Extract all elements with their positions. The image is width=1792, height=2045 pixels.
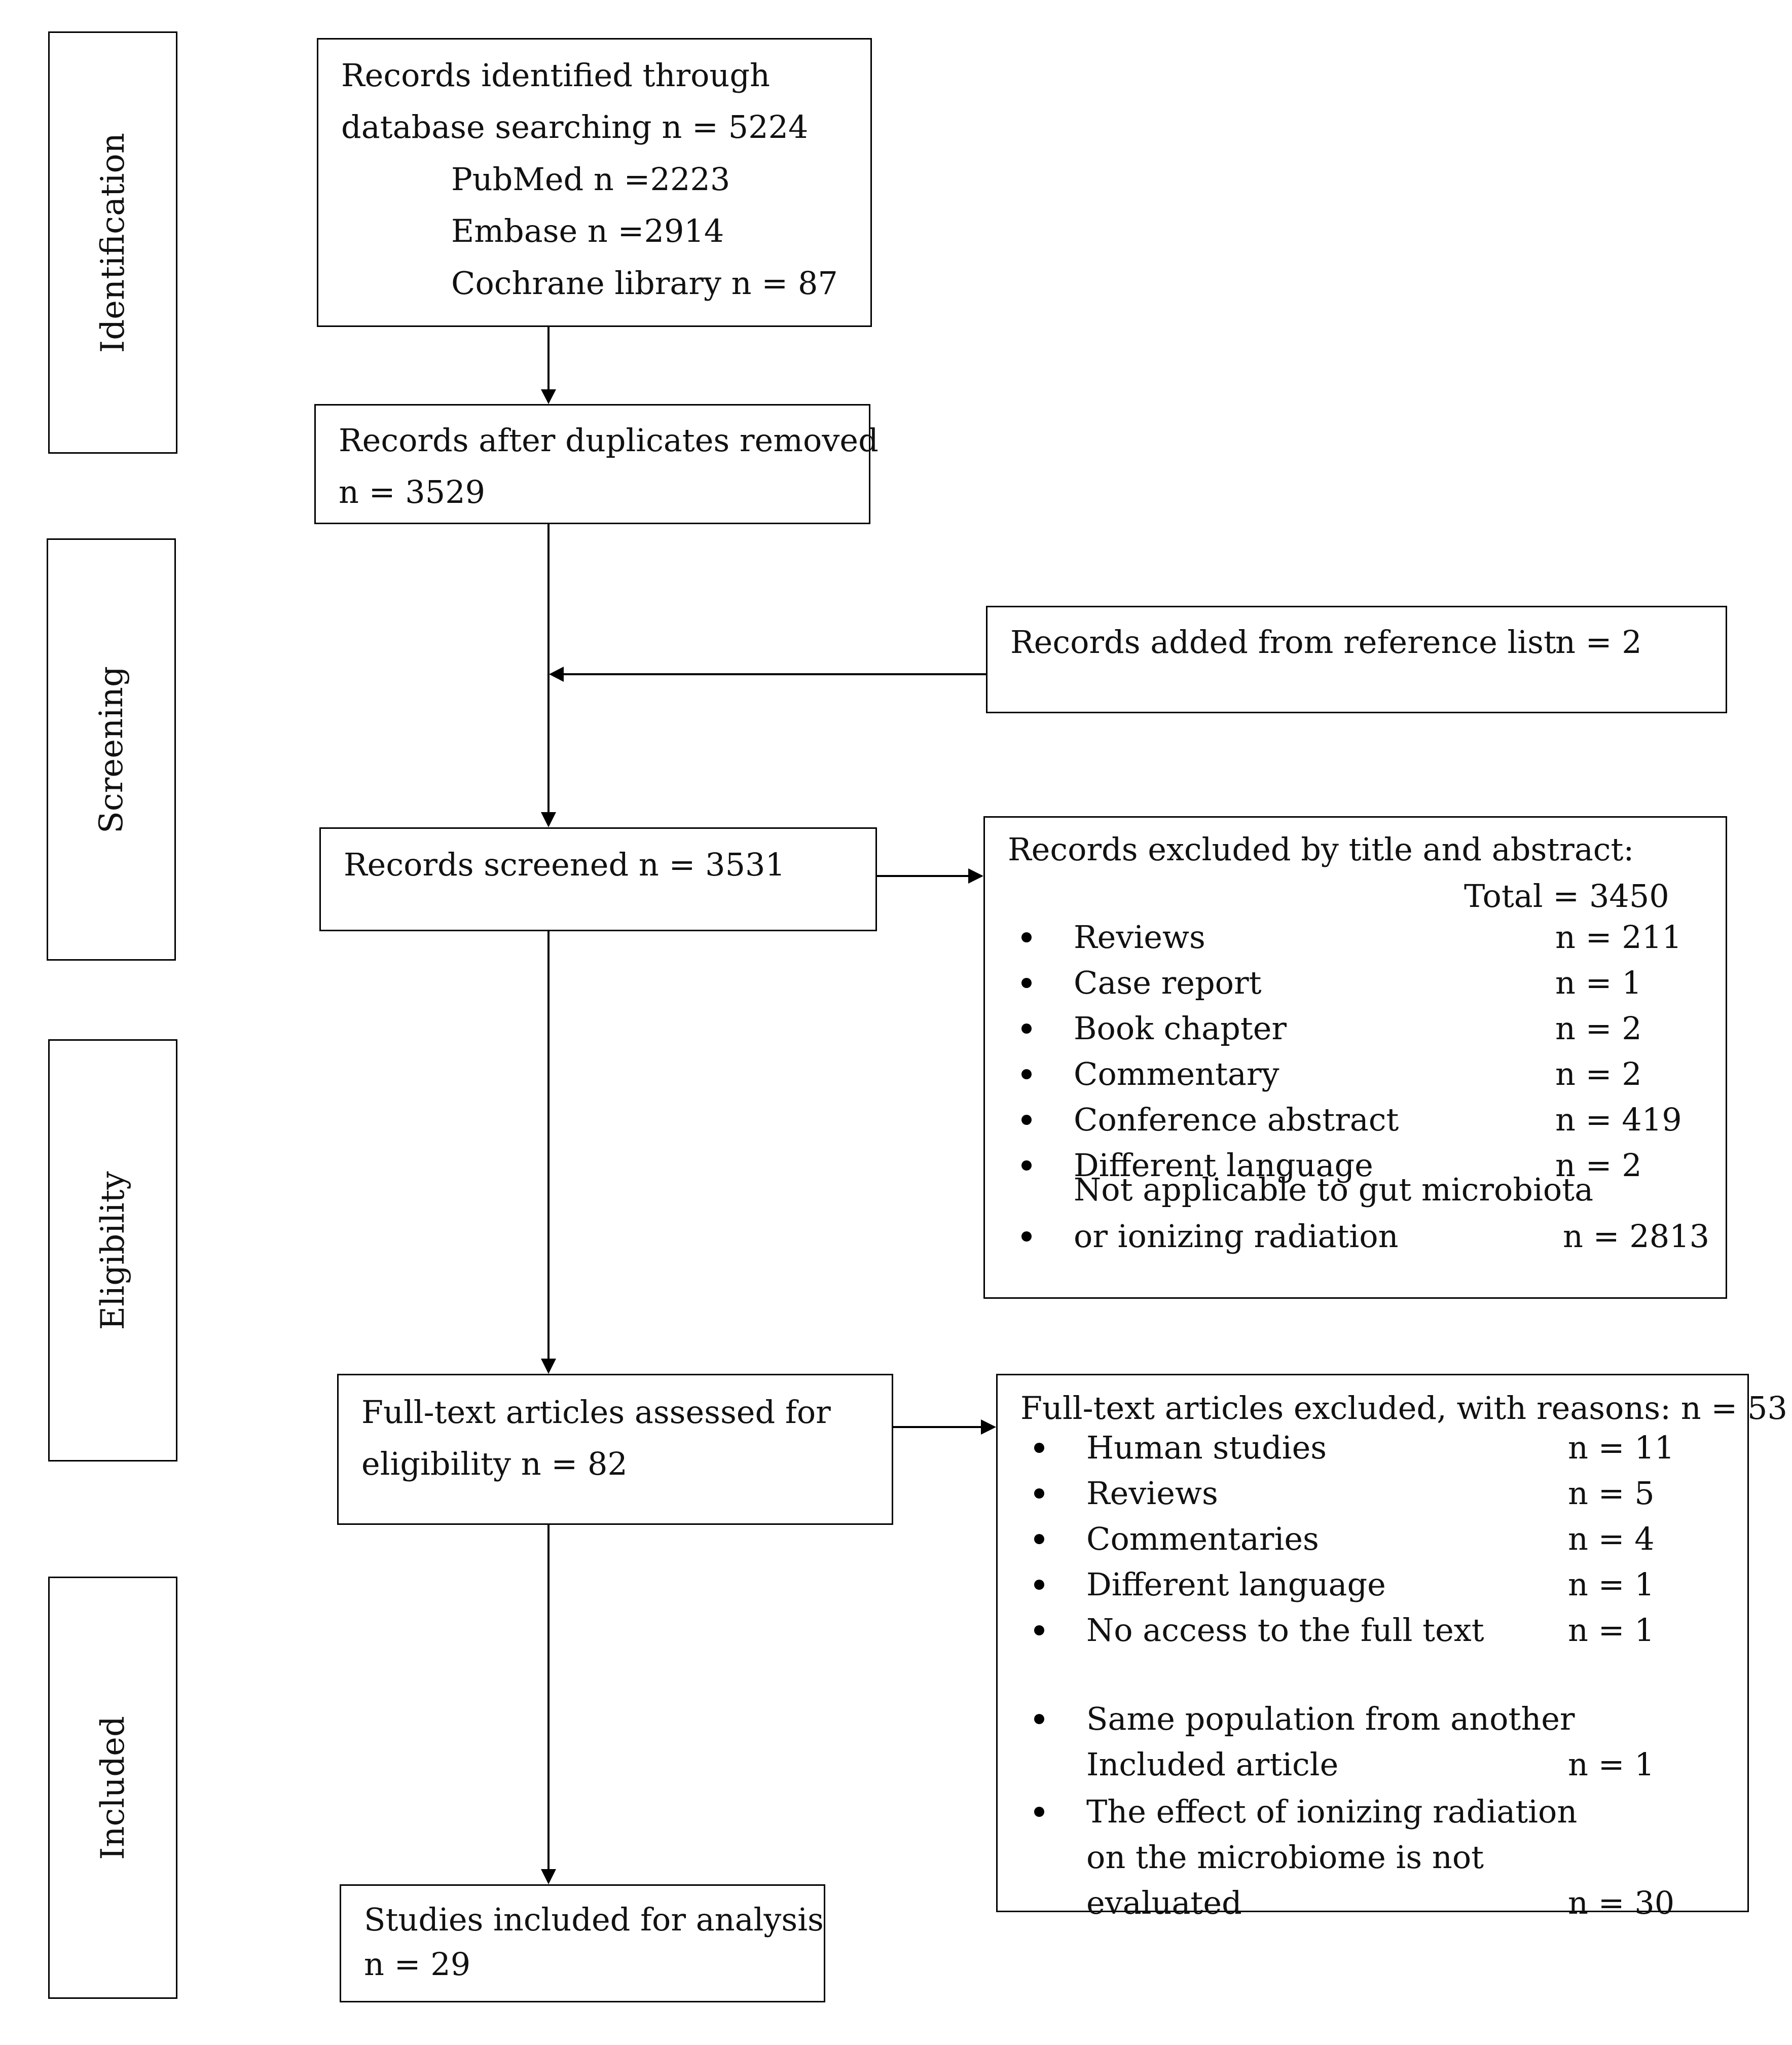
source-embase: Embase n =2914 xyxy=(451,212,724,249)
excluded-item-count: n = 419 xyxy=(1555,1101,1682,1138)
duplicates-line-2: n = 3529 xyxy=(339,473,486,510)
excluded-item-same-population: Same population from another Included ar… xyxy=(998,1696,1748,1783)
identified-line-2: database searching n = 5224 xyxy=(341,108,809,145)
excluded-item-label: Book chapter xyxy=(1074,1010,1287,1047)
studies-included-box: Studies included for analysis n = 29 xyxy=(340,1884,825,2002)
excluded-item-label: Conference abstract xyxy=(1074,1101,1399,1138)
arrowhead-icon xyxy=(541,1359,556,1374)
excluded-item-label: Reviews xyxy=(1074,919,1205,956)
assessed-line-2: eligibility n = 82 xyxy=(361,1445,628,1482)
source-pubmed: PubMed n =2223 xyxy=(451,161,730,198)
full-text-excluded-item-count: n = 1 xyxy=(1568,1566,1655,1603)
excluded-item-book-chapter: Book chapter n = 2 xyxy=(985,1005,1725,1052)
bullet-icon xyxy=(1021,1115,1032,1125)
records-screened-box: Records screened n = 3531 xyxy=(319,827,877,931)
reference-list-box: Records added from reference list n = 2 xyxy=(986,606,1727,713)
screened-label: Records screened n = 3531 xyxy=(344,846,785,883)
excluded-item-count: n = 211 xyxy=(1555,919,1682,956)
full-text-excluded-heading: Full-text articles excluded, with reason… xyxy=(1020,1390,1787,1427)
excluded-item-reviews: Reviews n = 211 xyxy=(985,914,1725,961)
not-evaluated-line-1: The effect of ionizing radiation xyxy=(1086,1793,1578,1830)
arrowhead-icon xyxy=(541,812,556,827)
not-evaluated-line-2: on the microbiome is not xyxy=(1086,1839,1484,1876)
bullet-icon xyxy=(1034,1488,1044,1499)
excluded-item-count: n = 1 xyxy=(1555,964,1642,1001)
full-text-excluded-item-no-access-to-the-full-text: No access to the full text n = 1 xyxy=(998,1607,1748,1654)
bullet-icon xyxy=(1034,1714,1044,1724)
bullet-icon xyxy=(1034,1580,1044,1590)
full-text-excluded-item-count: n = 5 xyxy=(1568,1475,1655,1512)
bullet-icon xyxy=(1021,1069,1032,1079)
excluded-item-label: Different language xyxy=(1074,1147,1373,1184)
assessed-line-1: Full-text articles assessed for xyxy=(361,1394,831,1431)
full-text-excluded-item-human-studies: Human studies n = 11 xyxy=(998,1425,1748,1471)
stage-eligibility: Eligibility xyxy=(48,1039,177,1462)
stage-identification: Identification xyxy=(48,31,177,454)
bullet-icon xyxy=(1021,978,1032,988)
excluded-item-label: Commentary xyxy=(1074,1055,1279,1092)
reference-list-count: n = 2 xyxy=(1555,624,1642,661)
excluded-item-label: Case report xyxy=(1074,964,1262,1001)
arrowhead-icon xyxy=(541,389,556,404)
not-applicable-count: n = 2813 xyxy=(1563,1218,1710,1255)
excluded-heading: Records excluded by title and abstract: xyxy=(1008,831,1634,868)
full-text-assessed-box: Full-text articles assessed for eligibil… xyxy=(337,1374,893,1525)
not-evaluated-line-3: evaluated xyxy=(1086,1884,1242,1921)
excluded-item-not-evaluated: The effect of ionizing radiation on the … xyxy=(998,1788,1748,1921)
included-line-1: Studies included for analysis xyxy=(364,1901,824,1938)
same-population-count: n = 1 xyxy=(1568,1746,1655,1783)
full-text-excluded-item-count: n = 1 xyxy=(1568,1612,1655,1649)
stage-screening: Screening xyxy=(47,538,176,961)
arrowhead-icon xyxy=(541,1869,556,1884)
bullet-icon xyxy=(1034,1625,1044,1635)
full-text-excluded-item-label: No access to the full text xyxy=(1086,1612,1484,1649)
included-line-2: n = 29 xyxy=(364,1946,471,1983)
bullet-icon xyxy=(1021,1231,1032,1241)
full-text-excluded-item-label: Human studies xyxy=(1086,1429,1327,1466)
excluded-title-abstract-box: Records excluded by title and abstract: … xyxy=(983,816,1727,1299)
excluded-total: Total = 3450 xyxy=(1464,878,1669,915)
source-cochrane: Cochrane library n = 87 xyxy=(451,265,838,302)
excluded-item-count: n = 2 xyxy=(1555,1010,1642,1047)
full-text-excluded-box: Full-text articles excluded, with reason… xyxy=(996,1374,1787,1921)
excluded-item-count: n = 2 xyxy=(1555,1147,1642,1184)
not-applicable-line-2: or ionizing radiation xyxy=(1074,1218,1399,1255)
bullet-icon xyxy=(1021,1160,1032,1171)
full-text-excluded-item-different-language: Different language n = 1 xyxy=(998,1561,1748,1608)
records-identified-box: Records identified through database sear… xyxy=(317,38,872,327)
bullet-icon xyxy=(1021,1024,1032,1034)
excluded-item-commentary: Commentary n = 2 xyxy=(985,1051,1725,1098)
bullet-icon xyxy=(1034,1807,1044,1817)
duplicates-removed-box: Records after duplicates removed n = 352… xyxy=(314,404,879,524)
arrowhead-icon xyxy=(981,1419,996,1435)
not-evaluated-count: n = 30 xyxy=(1568,1884,1675,1921)
excluded-item-different-language: Different language n = 2 xyxy=(985,1142,1725,1189)
same-population-line-2: Included article xyxy=(1086,1746,1339,1783)
excluded-item-case-report: Case report n = 1 xyxy=(985,960,1725,1006)
duplicates-line-1: Records after duplicates removed xyxy=(339,422,879,459)
same-population-line-1: Same population from another xyxy=(1086,1700,1575,1737)
arrowhead-icon xyxy=(549,667,564,682)
arrowhead-icon xyxy=(968,868,983,884)
excluded-item-count: n = 2 xyxy=(1555,1055,1642,1092)
full-text-excluded-item-label: Different language xyxy=(1086,1566,1386,1603)
full-text-excluded-item-label: Reviews xyxy=(1086,1475,1218,1512)
excluded-item-conference-abstract: Conference abstract n = 419 xyxy=(985,1097,1725,1143)
bullet-icon xyxy=(1034,1443,1044,1453)
stage-included: Included xyxy=(48,1577,177,1999)
bullet-icon xyxy=(1034,1534,1044,1544)
excluded-item-not-applicable: Not applicable to gut microbiota or ioni… xyxy=(985,1171,1725,1260)
full-text-excluded-item-count: n = 4 xyxy=(1568,1520,1655,1557)
full-text-excluded-item-commentaries: Commentaries n = 4 xyxy=(998,1516,1748,1562)
not-applicable-line-1: Not applicable to gut microbiota xyxy=(1074,1171,1594,1208)
bullet-icon xyxy=(1021,932,1032,942)
reference-list-label: Records added from reference list xyxy=(1010,624,1556,661)
full-text-excluded-item-reviews: Reviews n = 5 xyxy=(998,1470,1748,1517)
full-text-excluded-item-label: Commentaries xyxy=(1086,1520,1319,1557)
identified-line-1: Records identified through xyxy=(341,57,770,94)
full-text-excluded-item-count: n = 11 xyxy=(1568,1429,1675,1466)
